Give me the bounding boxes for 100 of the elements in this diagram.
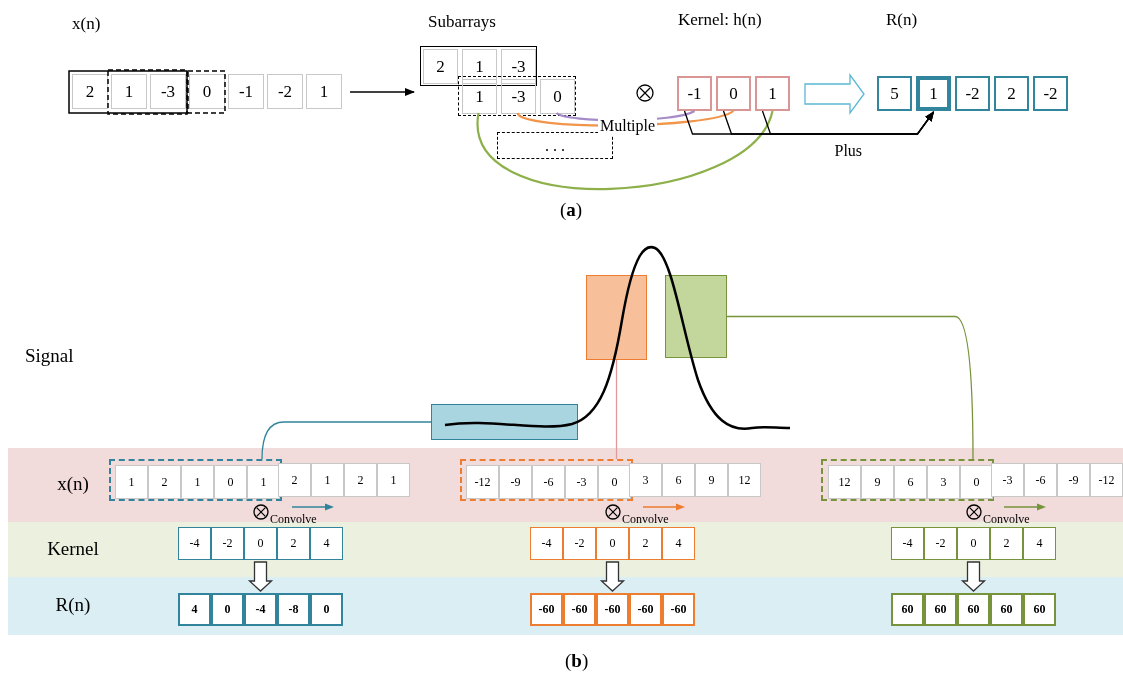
array-value: 5 <box>877 76 912 111</box>
array-value: -60 <box>629 593 662 626</box>
array-value: -4 <box>178 527 211 560</box>
array-value: 12 <box>828 465 861 499</box>
array-value: -2 <box>267 74 303 109</box>
sliding-window <box>109 459 282 501</box>
row-band <box>8 448 1123 522</box>
window-marker <box>665 275 727 358</box>
row-heading: Kernel <box>46 537 100 560</box>
array-value: -3 <box>991 463 1024 497</box>
array-value: 0 <box>957 527 990 560</box>
array-value: 2 <box>148 465 181 499</box>
array-value: 1 <box>311 463 344 497</box>
array-value: 2 <box>994 76 1029 111</box>
array-value: -2 <box>211 527 244 560</box>
array-value: 0 <box>189 74 225 109</box>
arrow <box>761 110 935 135</box>
operation-label: Convolve <box>270 512 317 527</box>
array-value: 1 <box>755 76 790 111</box>
array-value: 2 <box>344 463 377 497</box>
panel-caption: (a) <box>560 199 583 221</box>
array-heading: x(n) <box>72 14 101 34</box>
array-value: -8 <box>277 593 310 626</box>
array-value: 0 <box>211 593 244 626</box>
array-value: 2 <box>990 527 1023 560</box>
subarray-outline <box>420 46 537 86</box>
hollow-arrow <box>960 561 987 592</box>
array-value: -9 <box>1057 463 1090 497</box>
array-value: 1 <box>181 465 214 499</box>
array-value: 0 <box>598 465 631 499</box>
array-value: -3 <box>501 79 536 114</box>
array-value: -3 <box>501 49 536 84</box>
leader-line <box>726 315 974 460</box>
arrow <box>349 88 415 96</box>
array-value: 1 <box>306 74 342 109</box>
array-value: 1 <box>115 465 148 499</box>
edge-label: Multiple <box>598 116 658 135</box>
array-value: 60 <box>891 593 924 626</box>
array-value: 3 <box>629 463 662 497</box>
array-value: -4 <box>891 527 924 560</box>
array-value: -1 <box>228 74 264 109</box>
hollow-arrow <box>599 561 626 592</box>
array-value: 9 <box>861 465 894 499</box>
array-value: -60 <box>662 593 695 626</box>
array-heading: Kernel: h(n) <box>678 10 762 30</box>
side-label: Signal <box>25 345 74 367</box>
array-value: 0 <box>214 465 247 499</box>
array-value: 0 <box>960 465 993 499</box>
array-heading: R(n) <box>886 10 918 30</box>
hollow-arrow <box>247 561 274 592</box>
array-value: 9 <box>695 463 728 497</box>
panel-caption: (b) <box>565 650 589 672</box>
array-value: 0 <box>716 76 751 111</box>
array-value: 0 <box>310 593 343 626</box>
array-value: 4 <box>178 593 211 626</box>
array-value: -2 <box>1033 76 1068 111</box>
array-value: -2 <box>955 76 990 111</box>
array-value: 60 <box>924 593 957 626</box>
array-value: -3 <box>565 465 598 499</box>
array-value: -6 <box>532 465 565 499</box>
array-value: 60 <box>957 593 990 626</box>
ellipsis-text: . . . <box>545 136 565 155</box>
array-value: 60 <box>1023 593 1056 626</box>
array-value: 0 <box>596 527 629 560</box>
array-value: 0 <box>540 79 575 114</box>
array-value: 2 <box>72 74 108 109</box>
array-value: -6 <box>1024 463 1057 497</box>
connector-curve <box>477 110 774 190</box>
array-value: -1 <box>677 76 712 111</box>
array-value: -4 <box>530 527 563 560</box>
array-value: -2 <box>563 527 596 560</box>
array-value: -60 <box>596 593 629 626</box>
array-value: 1 <box>377 463 410 497</box>
row-band <box>8 577 1123 635</box>
array-value: 0 <box>244 527 277 560</box>
operation-label: Convolve <box>983 512 1030 527</box>
array-value: -4 <box>244 593 277 626</box>
array-value: 2 <box>278 463 311 497</box>
sliding-window <box>460 459 633 501</box>
array-value: 6 <box>894 465 927 499</box>
array-value: 12 <box>728 463 761 497</box>
array-value: -3 <box>150 74 186 109</box>
array-value: 2 <box>277 527 310 560</box>
array-value: 1 <box>111 74 147 109</box>
window-marker <box>586 275 647 360</box>
array-value: 3 <box>927 465 960 499</box>
row-heading: x(n) <box>56 473 90 495</box>
array-value: 1 <box>462 49 497 84</box>
array-value: -12 <box>1090 463 1123 497</box>
row-heading: R(n) <box>54 594 92 616</box>
array-value: 4 <box>310 527 343 560</box>
hollow-arrow <box>804 73 865 115</box>
array-value: 4 <box>1023 527 1056 560</box>
array-value: 2 <box>629 527 662 560</box>
subarray-outline <box>458 76 576 116</box>
leader-line <box>615 359 618 460</box>
array-heading: Subarrays <box>428 12 496 32</box>
array-value: 6 <box>662 463 695 497</box>
array-value: 1 <box>462 79 497 114</box>
array-value: -2 <box>924 527 957 560</box>
